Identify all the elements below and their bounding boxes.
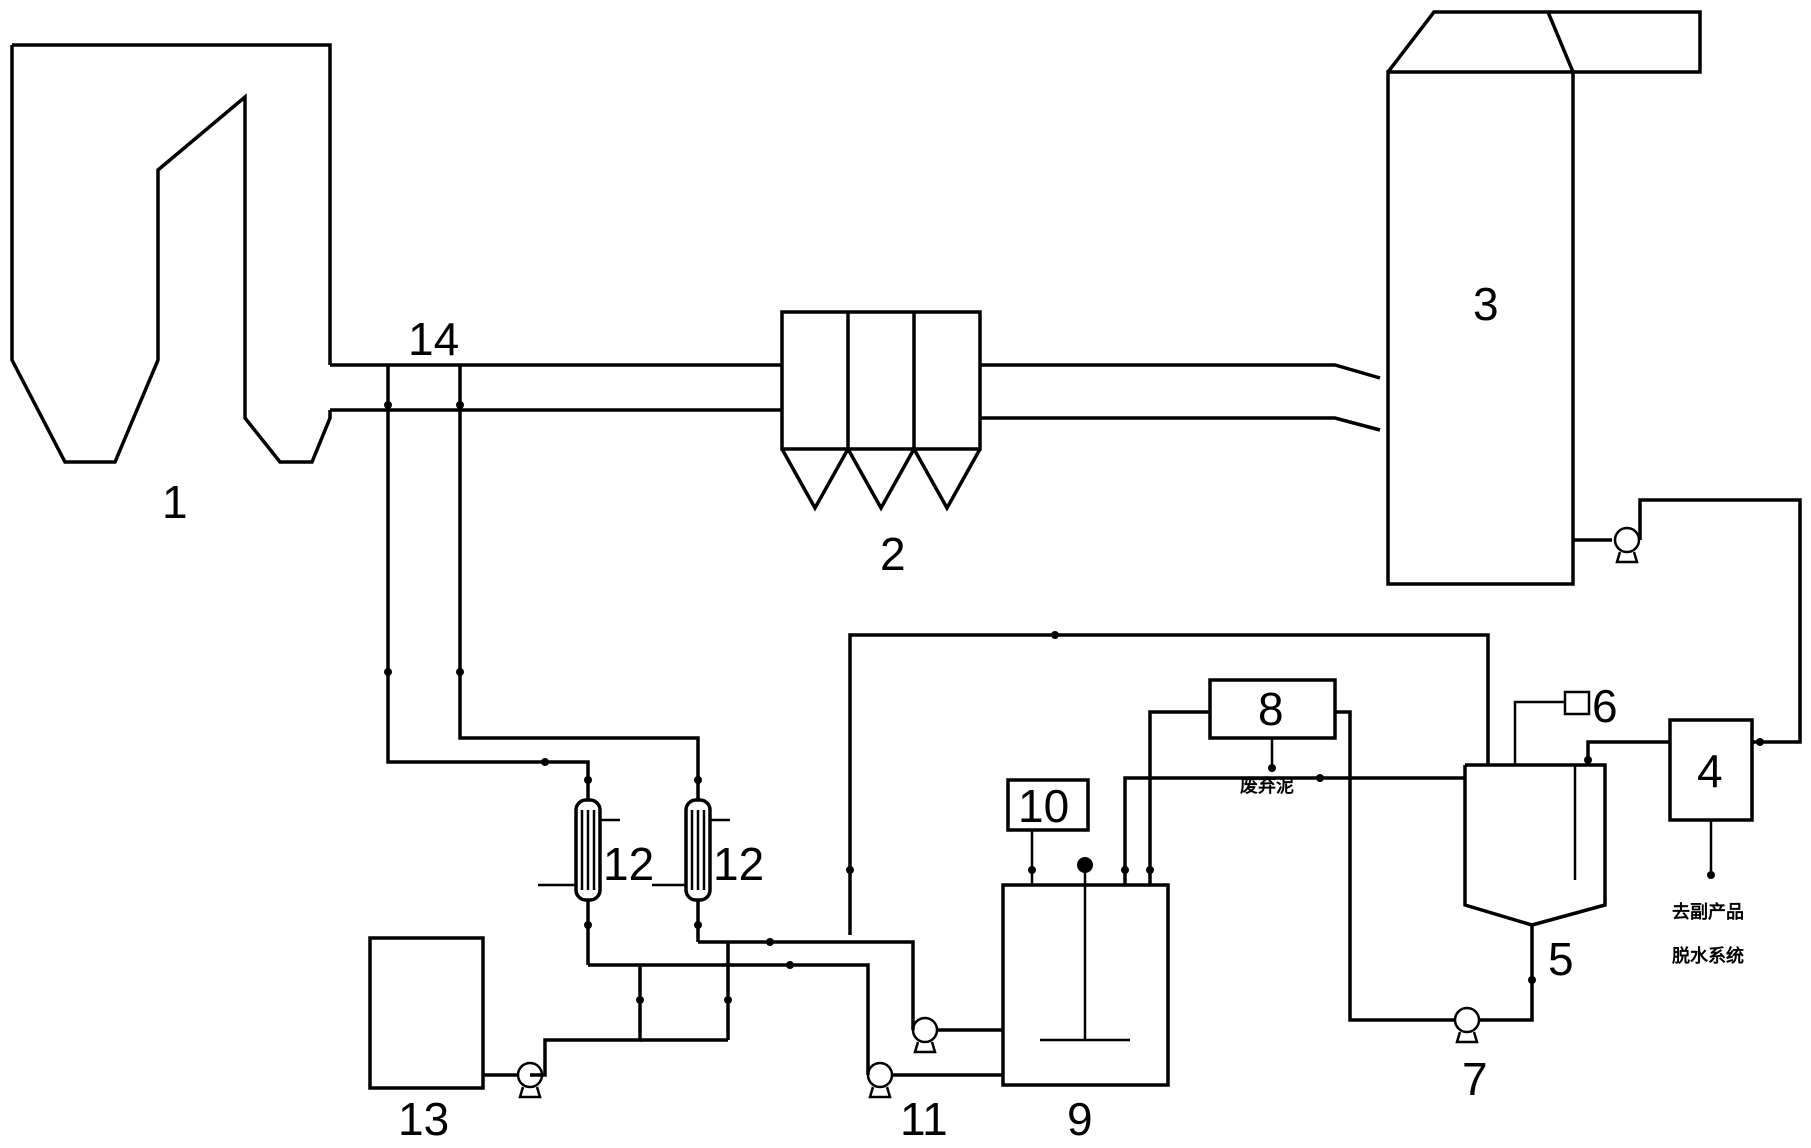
pipe-4-to-5 (1586, 740, 1670, 765)
exchanger-b-label: 12 (713, 838, 764, 890)
unit-6-label: 6 (1592, 680, 1618, 732)
tank-13 (368, 936, 544, 1099)
precipitator-label: 2 (880, 528, 906, 580)
mixing-tank-label: 9 (1067, 1093, 1093, 1143)
settling-tank-label: 5 (1548, 933, 1574, 985)
boiler (10, 43, 332, 464)
unit-10-label: 10 (1018, 780, 1069, 832)
settling-tank (1463, 763, 1607, 1022)
sludge-note: 废弃泥 (1240, 775, 1294, 797)
absorber-pump (1573, 498, 1802, 746)
flue-point-label: 14 (408, 313, 459, 365)
exchanger-loop-a (384, 365, 702, 800)
unit-8-label: 8 (1258, 683, 1284, 735)
exchanger-manifold (530, 938, 794, 1077)
tank-13-label: 13 (398, 1093, 449, 1143)
flue-duct (330, 363, 1381, 432)
pump-11-label: 11 (900, 1093, 948, 1143)
absorber-tower (1386, 10, 1702, 586)
return-line-top (848, 633, 1490, 935)
precipitator (780, 310, 982, 512)
byproduct-note-line1: 去副产品 (1672, 901, 1744, 923)
pump-11 (720, 963, 1003, 1099)
heat-exchanger-a (538, 798, 620, 965)
pump-7 (1335, 710, 1481, 1044)
pipe-5-to-9 (1123, 776, 1465, 885)
exchanger-a-label: 12 (603, 838, 654, 890)
absorber-label: 3 (1473, 278, 1499, 330)
unit-4-box (1668, 718, 1754, 879)
byproduct-note-line2: 脱水系统 (1672, 945, 1744, 967)
pump-upper (720, 940, 1003, 1054)
unit-4-label: 4 (1697, 745, 1723, 797)
pump-7-label: 7 (1462, 1053, 1488, 1105)
unit-6 (1513, 690, 1591, 765)
mixing-tank (1001, 857, 1170, 1087)
unit-8-box (1208, 678, 1337, 772)
pipe-8-to-9 (1148, 710, 1210, 885)
unit-10-box (1006, 778, 1090, 885)
heat-exchanger-b (652, 798, 730, 942)
boiler-label: 1 (162, 476, 188, 528)
